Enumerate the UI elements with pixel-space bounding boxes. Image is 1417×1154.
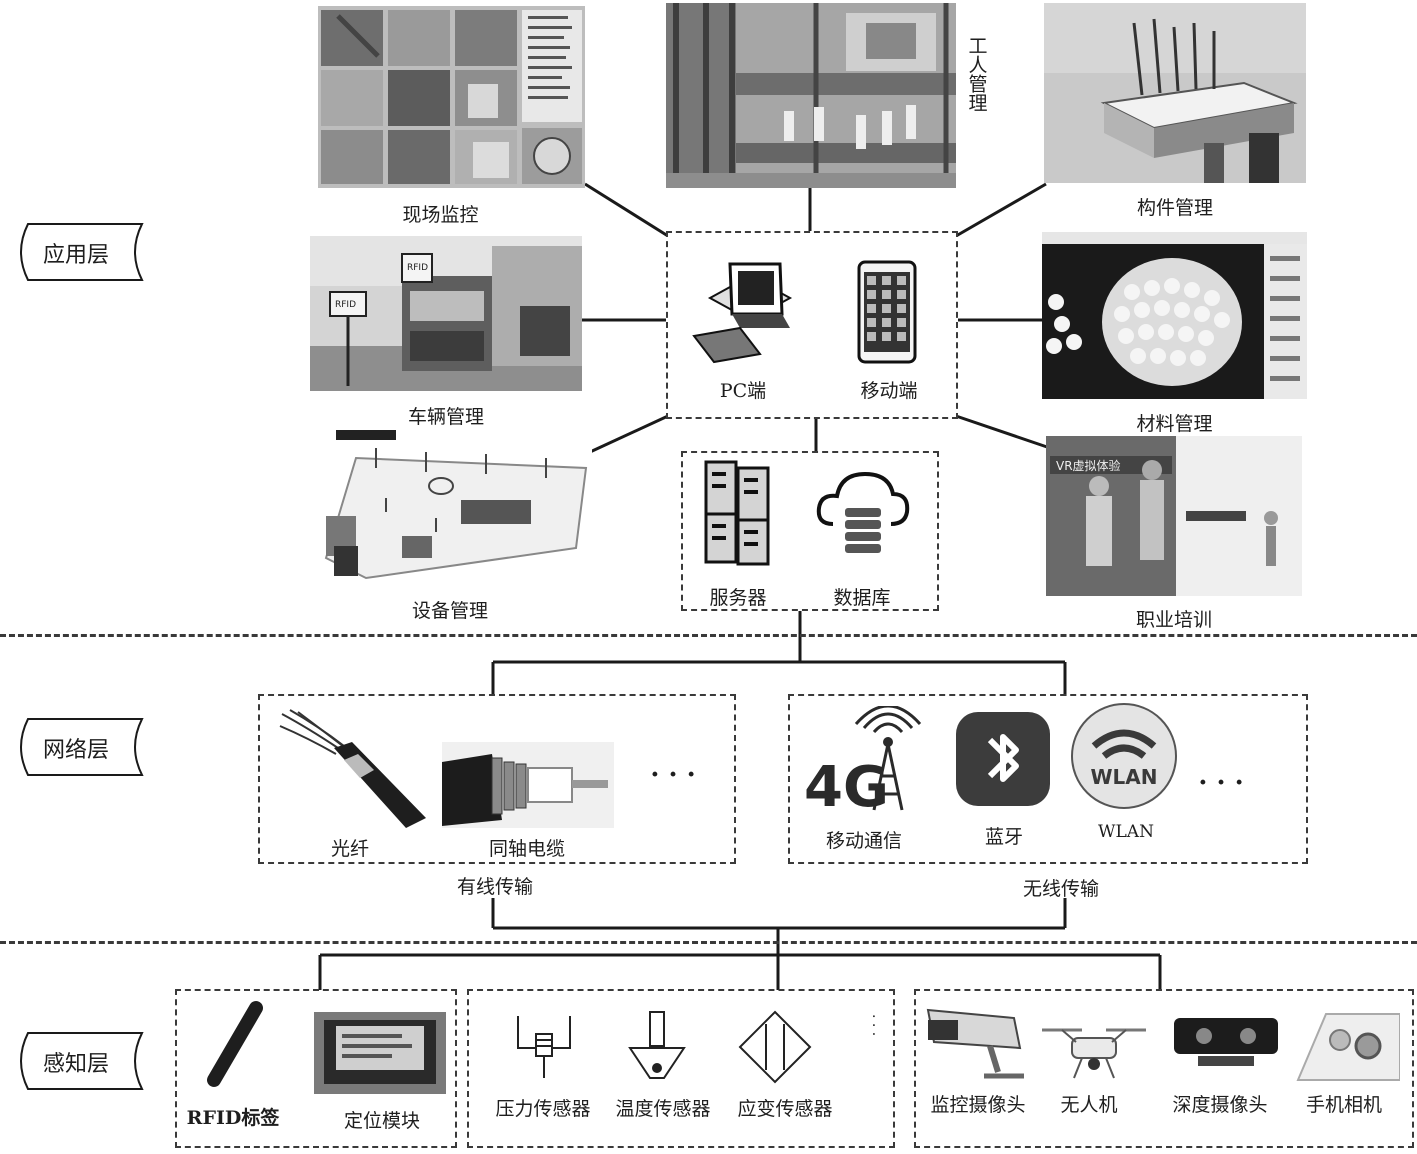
label-positioning-module: 定位模块: [343, 1110, 420, 1132]
layer-label-network: 网络层: [42, 738, 109, 763]
label-rfid-tag-text: RFID标签: [186, 1107, 280, 1129]
rfid-sign-text: RFID: [335, 300, 356, 310]
label-bluetooth: 蓝牙: [984, 826, 1023, 848]
label-database: 数据库: [833, 587, 891, 609]
label-vocational-training: 职业培训: [1135, 609, 1212, 631]
wired-transmission-box: [258, 694, 736, 864]
rfid-positioning-box: [175, 989, 457, 1148]
ellipsis-wired: · · ·: [650, 760, 696, 790]
material-management-image: [1042, 232, 1307, 399]
label-wired-transmission: 有线传输: [456, 876, 533, 898]
label-phone-camera: 手机相机: [1305, 1094, 1382, 1116]
label-coax-cable: 同轴电缆: [488, 838, 565, 860]
site-monitoring-image: [318, 6, 585, 188]
vr-sign-text: VR虚拟体验: [1056, 458, 1121, 473]
label-equipment-management: 设备管理: [411, 600, 488, 622]
pressure-sensor-icon: [514, 1012, 574, 1088]
label-pc: PC端: [719, 380, 767, 402]
worker-management-image: [666, 3, 956, 188]
label-rfid-tag: RFID标签: [178, 1103, 288, 1130]
label-server: 服务器: [709, 587, 767, 609]
rfid-tag-icon: [200, 1000, 270, 1094]
label-component-management: 构件管理: [1136, 197, 1213, 219]
cameras-box: [914, 989, 1414, 1148]
ellipsis-sensors: · · ·: [858, 1014, 881, 1047]
label-pressure-sensor: 压力传感器: [495, 1098, 591, 1120]
scroll-shape: [20, 718, 144, 776]
label-wlan: WLAN: [1098, 822, 1154, 842]
mobile-phone-icon: [857, 260, 917, 368]
separator-network-perception: [0, 941, 1417, 944]
depth-camera-icon: [1170, 1012, 1282, 1080]
component-management-image: [1044, 3, 1306, 183]
mobile-communication-icon: 4G: [800, 704, 940, 820]
server-icon: [700, 458, 780, 572]
positioning-module-icon: [314, 1012, 446, 1098]
ellipsis-sensors-text: · · ·: [865, 1014, 881, 1037]
wlan-icon: WLAN: [1068, 700, 1180, 816]
phone-camera-icon: [1296, 1010, 1401, 1088]
temperature-sensor-icon: [626, 1008, 688, 1092]
label-site-monitoring: 现场监控: [402, 204, 479, 226]
label-depth-camera: 深度摄像头: [1172, 1094, 1268, 1116]
wireless-transmission-box: [788, 694, 1308, 864]
ellipsis-wireless: · · ·: [1198, 768, 1244, 798]
label-mobile: 移动端: [860, 380, 918, 402]
layer-tag-perception: 感知层: [6, 1031, 146, 1091]
layer-tag-network: 网络层: [6, 717, 146, 777]
separator-application-network: [0, 634, 1417, 637]
label-optical-fiber: 光纤: [330, 838, 369, 860]
layer-label-perception: 感知层: [42, 1052, 109, 1077]
equipment-management-image: [306, 428, 592, 588]
bluetooth-icon: [954, 710, 1052, 812]
drone-icon: [1034, 1012, 1154, 1092]
wlan-badge-text: WLAN: [1090, 765, 1157, 789]
pc-icon: [690, 258, 800, 374]
label-temperature-sensor: 温度传感器: [615, 1098, 711, 1120]
strain-sensor-icon: [738, 1010, 812, 1088]
sensors-box: [467, 989, 895, 1148]
database-cloud-icon: [815, 466, 911, 560]
layer-label-application: 应用层: [42, 243, 109, 268]
coax-cable-icon: [442, 742, 614, 836]
label-drone: 无人机: [1060, 1094, 1118, 1116]
label-surveillance-camera: 监控摄像头: [930, 1094, 1026, 1116]
surveillance-camera-icon: [924, 1006, 1030, 1090]
optical-fiber-icon: [278, 708, 428, 834]
layer-tag-application: 应用层: [6, 222, 146, 282]
label-worker-management-text: 工人管理: [965, 36, 988, 112]
label-material-management: 材料管理: [1136, 413, 1213, 435]
rfid-sign-text: RFID: [407, 263, 428, 273]
label-vehicle-management: 车辆管理: [407, 406, 484, 428]
scroll-shape: [20, 1032, 144, 1090]
vehicle-management-image: RFID RFID: [310, 236, 582, 391]
label-strain-sensor: 应变传感器: [737, 1098, 833, 1120]
scroll-shape: [20, 223, 144, 281]
label-worker-management: 工人管理: [962, 36, 990, 118]
label-mobile-communication: 移动通信: [825, 830, 902, 852]
label-wireless-transmission: 无线传输: [1022, 878, 1099, 900]
vocational-training-image: VR虚拟体验: [1046, 436, 1302, 596]
